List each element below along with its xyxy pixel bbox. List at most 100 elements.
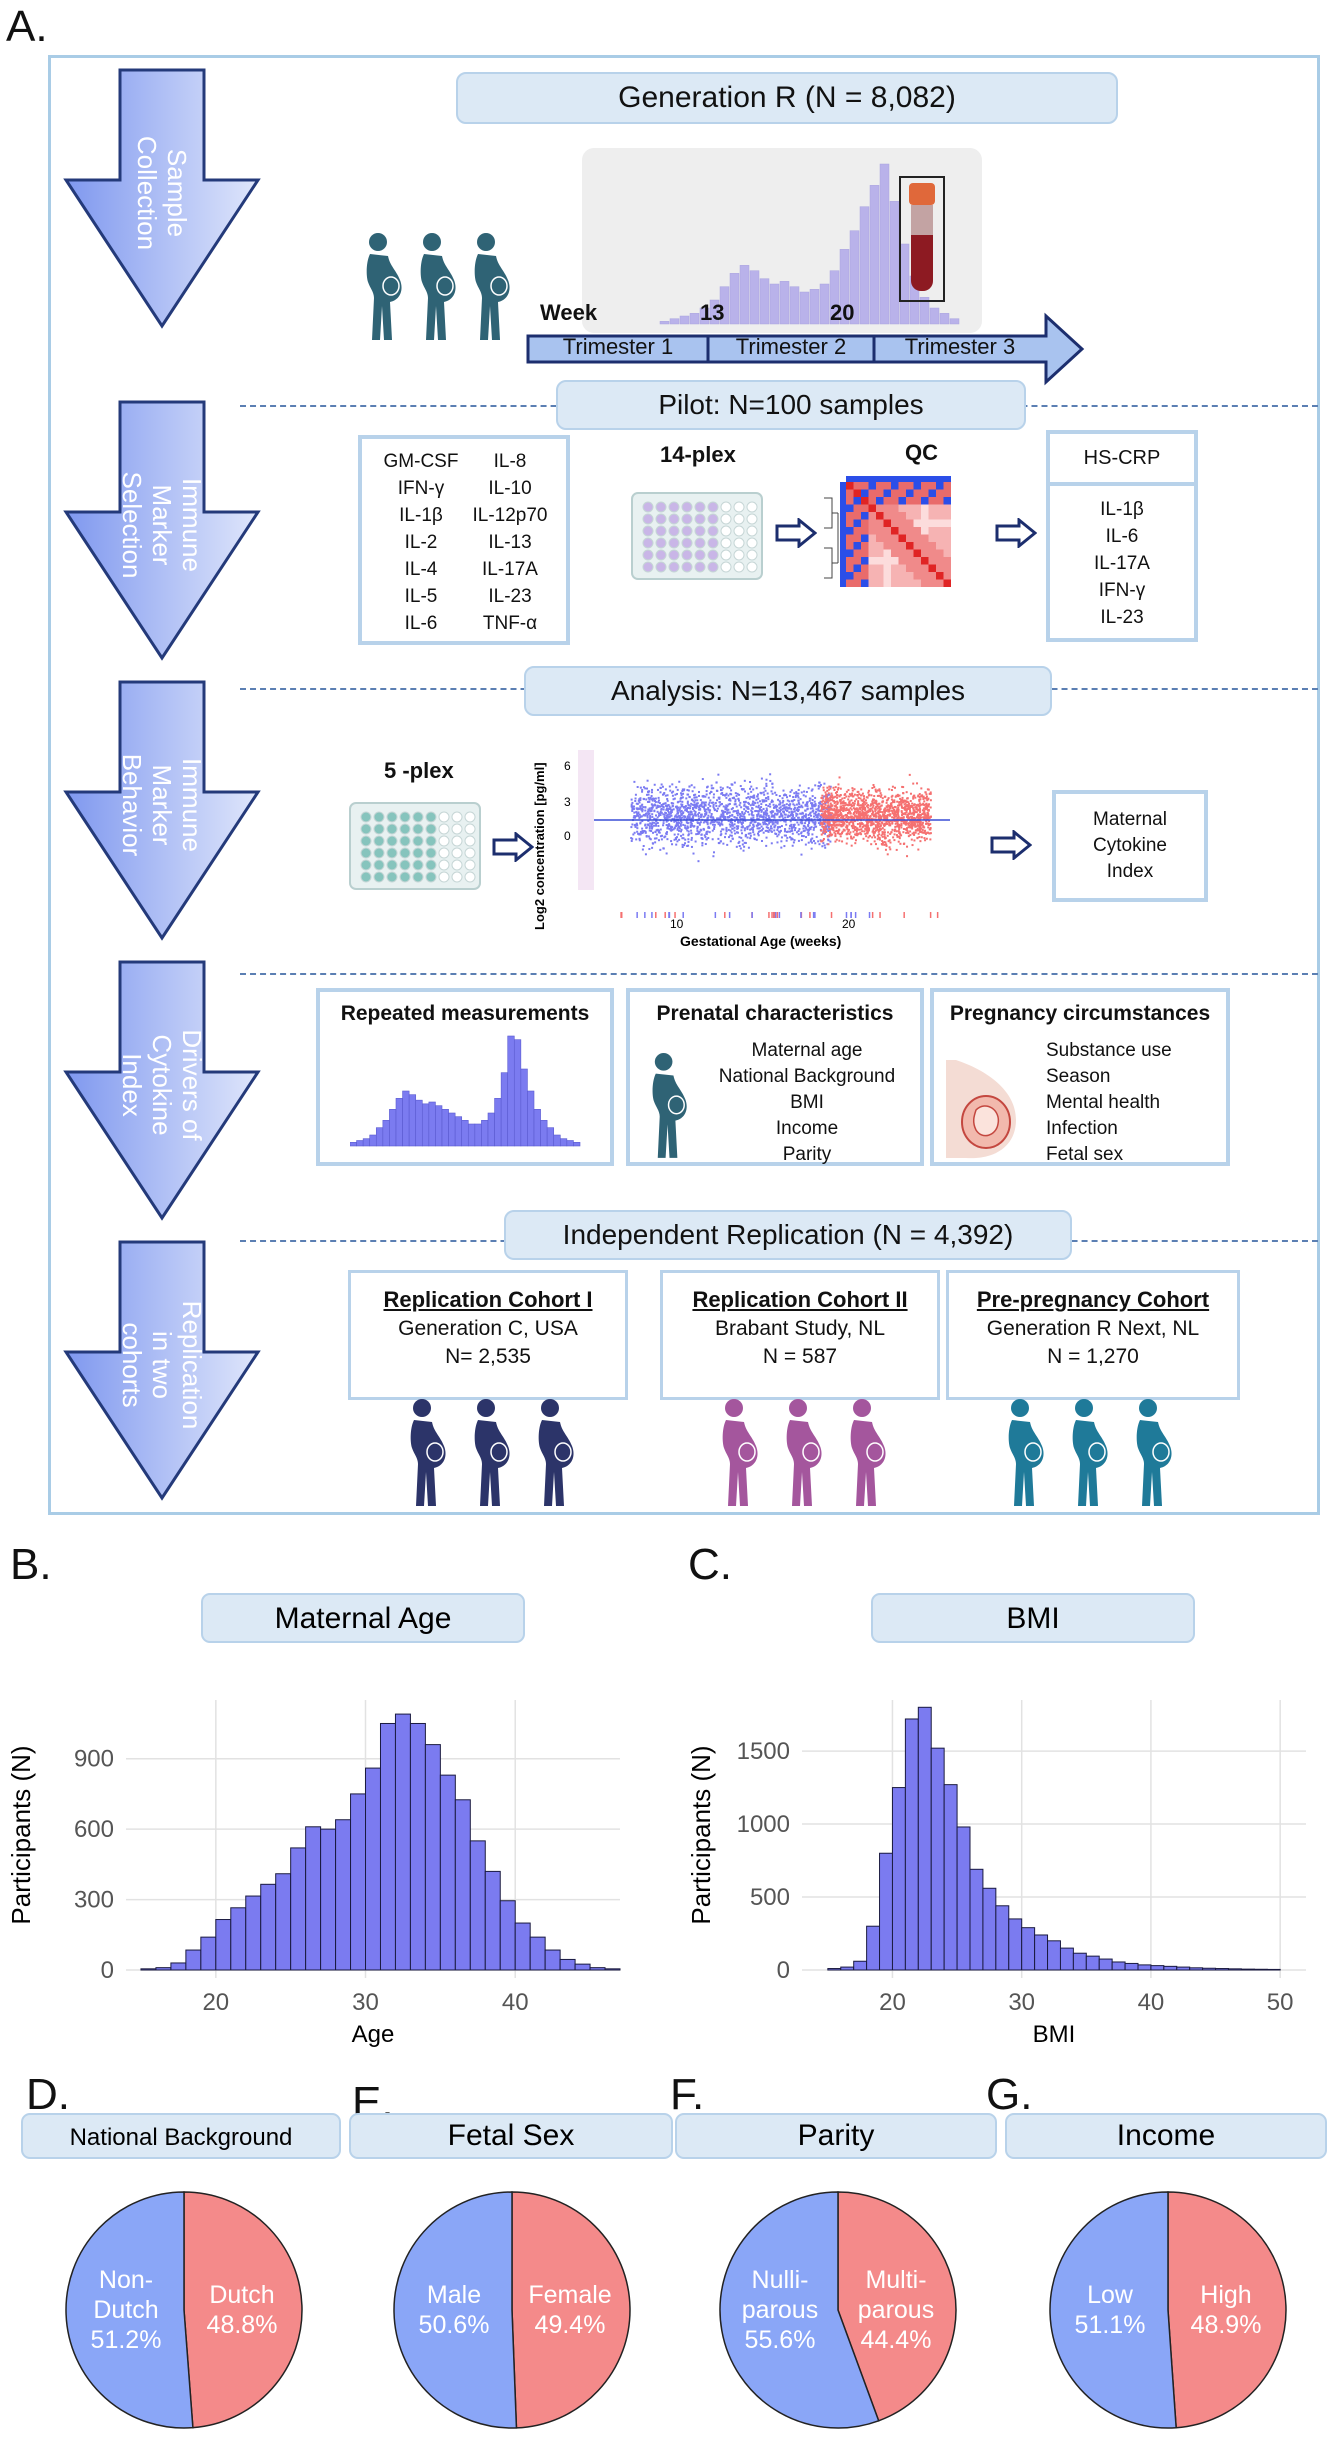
scatter-point <box>866 825 869 828</box>
scatter-point <box>824 824 827 827</box>
scatter-point <box>642 786 645 789</box>
scatter-point <box>884 841 887 844</box>
marker-item: Maternal age <box>751 1040 863 1061</box>
scatter-point <box>655 837 658 840</box>
scatter-point <box>833 808 836 811</box>
scatter-point <box>822 818 825 821</box>
x-tick-label: 20 <box>879 1989 906 2016</box>
scatter-point <box>867 789 870 792</box>
heatmap-cell <box>883 497 891 505</box>
scatter-point <box>674 837 677 840</box>
scatter-point <box>858 822 861 825</box>
scatter-point <box>781 815 784 818</box>
plate-well <box>642 537 654 549</box>
scatter-point <box>733 803 736 806</box>
scatter-point <box>747 846 750 849</box>
scatter-point <box>855 798 858 801</box>
scatter-point <box>669 812 672 815</box>
scatter-point <box>653 837 656 840</box>
scatter-point <box>911 820 914 823</box>
scatter-point <box>757 818 760 821</box>
scatter-point <box>757 793 760 796</box>
scatter-point <box>727 808 730 811</box>
histogram-bar <box>350 1793 367 1971</box>
pregnant-woman-icon <box>474 1399 510 1506</box>
plate-well <box>668 513 680 525</box>
scatter-point <box>897 810 900 813</box>
plate-well <box>668 501 680 513</box>
scatter-point <box>809 811 812 814</box>
scatter-point <box>912 821 915 824</box>
scatter-point <box>645 826 648 829</box>
plate-well <box>360 823 372 835</box>
scatter-point <box>878 836 881 839</box>
scatter-point <box>720 833 723 836</box>
scatter-point <box>837 786 840 789</box>
scatter-point <box>763 799 766 802</box>
scatter-point <box>705 832 708 835</box>
scatter-point <box>743 845 746 848</box>
scatter-point <box>876 826 879 829</box>
scatter-point <box>877 830 880 833</box>
scatter-point <box>716 807 719 810</box>
heatmap-cell <box>868 579 876 587</box>
heatmap-cell <box>943 542 951 550</box>
timeline-bar <box>849 230 860 325</box>
histogram-bar <box>454 1799 471 1971</box>
scatter-point <box>908 773 911 776</box>
scatter-point <box>693 801 696 804</box>
scatter-point <box>816 815 819 818</box>
scatter-point <box>716 821 719 824</box>
scatter-point <box>874 812 877 815</box>
scatter-point <box>789 824 792 827</box>
scatter-point <box>860 806 863 809</box>
scatter-point <box>728 811 731 814</box>
scatter-point <box>727 819 730 822</box>
scatter-point <box>851 795 854 798</box>
scatter-point <box>851 801 854 804</box>
scatter-point <box>710 812 713 815</box>
scatter-point <box>924 791 927 794</box>
scatter-point <box>694 814 697 817</box>
scatter-point <box>852 804 855 807</box>
scatter-point <box>800 839 803 842</box>
scatter-point <box>730 808 733 811</box>
scatter-point <box>772 810 775 813</box>
heatmap-cell <box>928 482 936 490</box>
scatter-point <box>867 791 870 794</box>
scatter-point <box>836 806 839 809</box>
marker-item: Infection <box>1046 1118 1118 1139</box>
scatter-point <box>876 847 879 850</box>
scatter-point <box>668 805 671 808</box>
scatter-point <box>858 817 861 820</box>
scatter-rug <box>773 912 776 918</box>
scatter-point <box>878 789 881 792</box>
scatter-point <box>777 833 780 836</box>
scatter-point <box>865 802 868 805</box>
scatter-point <box>879 829 882 832</box>
scatter-point <box>791 812 794 815</box>
scatter-point <box>842 815 845 818</box>
scatter-point <box>817 812 820 815</box>
scatter-point <box>717 837 720 840</box>
x-tick-label: 40 <box>1138 1989 1165 2016</box>
plate-well <box>655 561 667 573</box>
scatter-point <box>922 816 925 819</box>
scatter-point <box>679 815 682 818</box>
scatter-point <box>692 817 695 820</box>
scatter-point <box>770 815 773 818</box>
scatter-point <box>928 792 931 795</box>
scatter-point <box>859 831 862 834</box>
scatter-point <box>651 815 654 818</box>
scatter-point <box>697 860 700 863</box>
scatter-point <box>873 831 876 834</box>
scatter-point <box>893 812 896 815</box>
pregnant-woman-icon <box>652 1052 687 1158</box>
step-label: Immune Marker Behavior <box>117 753 207 857</box>
scatter-point <box>791 838 794 841</box>
scatter-point <box>793 817 796 820</box>
scatter-point <box>924 814 927 817</box>
scatter-point <box>859 815 862 818</box>
scatter-density-strip <box>578 750 594 890</box>
